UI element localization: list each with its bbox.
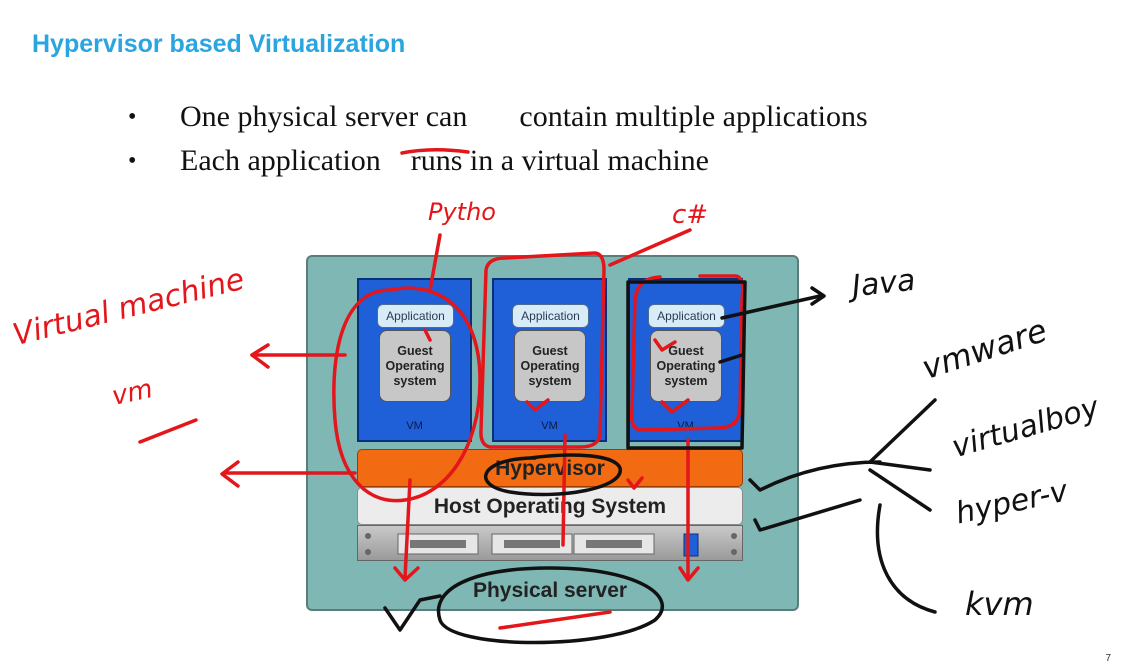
branch-line — [875, 503, 937, 614]
check-mark — [423, 328, 432, 342]
branch-line — [868, 468, 932, 512]
arrow-head — [810, 286, 826, 306]
bracket-line — [748, 460, 882, 492]
vm-label: VM — [541, 420, 558, 432]
rack-drive-bays — [365, 533, 737, 557]
host-os-layer: Host Operating System — [357, 487, 743, 525]
check-mark — [653, 338, 677, 352]
vm-application: Application — [377, 304, 454, 328]
server-rack — [357, 525, 743, 561]
arrow-head — [220, 460, 240, 488]
hypervisor-ellipse — [483, 453, 622, 497]
vm-application: Application — [648, 304, 725, 328]
annotation-python: Pytho — [428, 198, 496, 226]
check-mark — [383, 594, 442, 632]
underline-mark — [400, 147, 470, 155]
arrow-line — [403, 478, 412, 580]
arrow-line — [561, 433, 567, 547]
bullet-text-a: Each application — [180, 144, 381, 177]
branch-line — [868, 460, 932, 472]
check-mark — [660, 398, 690, 414]
check-mark — [626, 476, 644, 490]
page-number: 7 — [1105, 653, 1111, 664]
vm3-black-outline — [626, 280, 747, 450]
bracket-line — [753, 498, 862, 532]
underline-mark — [138, 418, 198, 444]
arrow-head — [678, 566, 700, 582]
vm-label: VM — [406, 420, 423, 432]
vm1-outline — [332, 286, 482, 503]
pointer-line — [428, 233, 442, 292]
check-mark — [525, 398, 550, 412]
arrow-head — [393, 566, 420, 582]
branch-line — [868, 398, 937, 464]
pointer-line — [608, 228, 692, 267]
arrow-head — [250, 343, 270, 369]
hypervisor-layer: Hypervisor — [357, 449, 743, 487]
vm2-outline — [479, 251, 606, 449]
bullet-text-b: contain multiple applications — [519, 100, 868, 133]
pointer-line — [718, 353, 744, 364]
bullet-dot: • — [128, 148, 137, 174]
slide-title: Hypervisor based Virtualization — [32, 30, 406, 58]
physical-server-label: Physical server — [472, 579, 628, 602]
annotation-csharp: c# — [672, 200, 709, 230]
bullet-text-a: One physical server can — [180, 100, 468, 133]
bullet-dot: • — [128, 104, 137, 130]
vm-application: Application — [512, 304, 589, 328]
underline-mark — [498, 610, 612, 630]
arrow-line — [720, 294, 822, 320]
annotation-kvm: kvm — [965, 585, 1034, 623]
vm3-outline — [629, 274, 745, 432]
physical-server-ellipse — [436, 566, 665, 645]
annotation-java: Java — [850, 262, 918, 305]
